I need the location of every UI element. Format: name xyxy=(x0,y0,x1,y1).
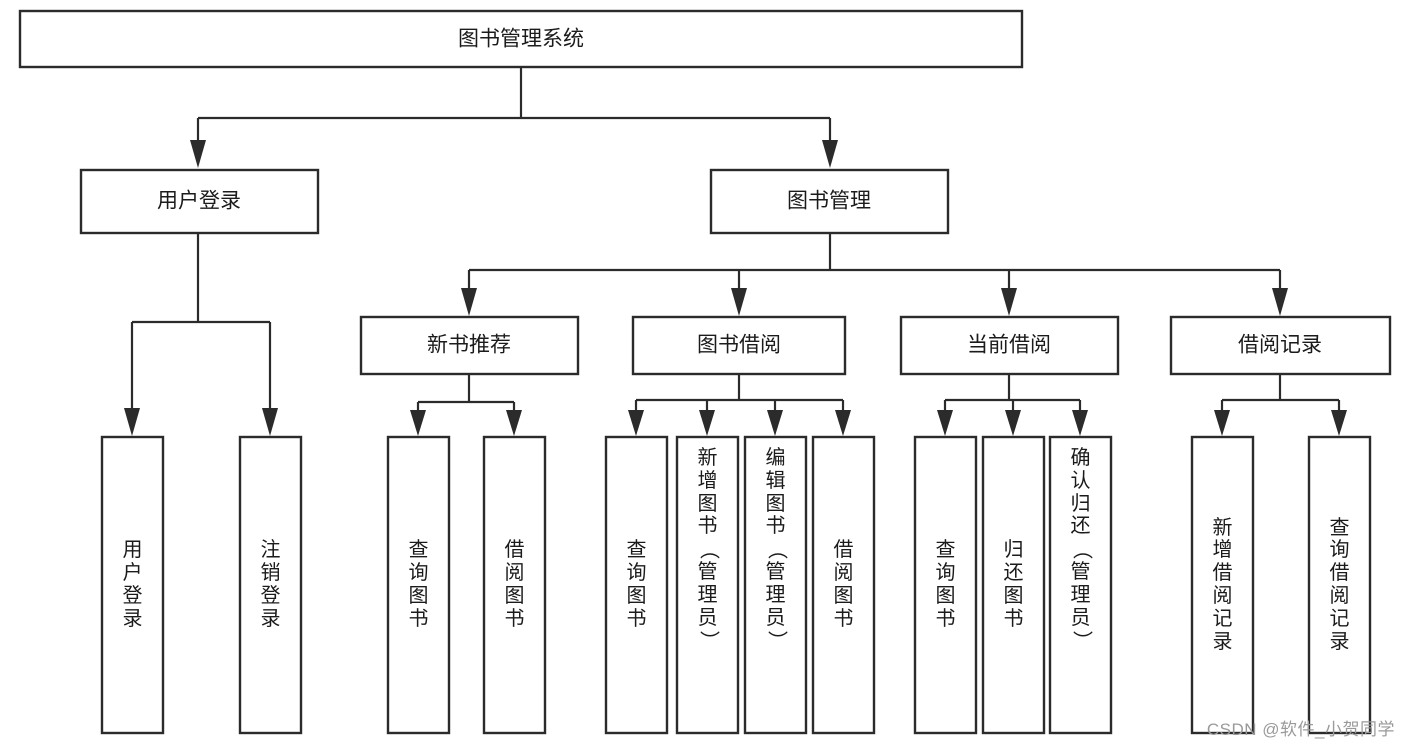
arrowhead-leaf8 xyxy=(835,410,851,436)
arrowhead-leaf4 xyxy=(506,410,522,436)
node-newbook[interactable]: 新书推荐 xyxy=(359,315,580,376)
arrowhead-current xyxy=(1001,288,1017,316)
connectors-newbook-to-leaves xyxy=(410,374,522,436)
arrowhead-newbook xyxy=(461,288,477,316)
node-records[interactable]: 借阅记录 xyxy=(1169,315,1392,376)
arrowhead-leaf5 xyxy=(628,410,644,436)
node-leaf6-box[interactable] xyxy=(675,435,740,735)
arrowhead-leaf7 xyxy=(767,410,783,436)
node-current-box[interactable] xyxy=(899,315,1120,376)
node-leaf10-box[interactable] xyxy=(981,435,1046,735)
node-current-label: 当前借阅 xyxy=(967,334,1051,357)
node-root-label: 图书管理系统 xyxy=(458,28,584,51)
arrowhead-leaf6 xyxy=(699,410,715,436)
node-login-box[interactable] xyxy=(79,168,320,235)
connectors-current-to-leaves xyxy=(937,374,1088,436)
node-leaf13-box[interactable] xyxy=(1307,435,1372,735)
node-leaf12-box[interactable] xyxy=(1190,435,1255,735)
arrowhead-leaf13 xyxy=(1331,410,1347,436)
node-newbook-box[interactable] xyxy=(359,315,580,376)
arrowhead-leaf1 xyxy=(124,408,140,436)
node-records-label: 借阅记录 xyxy=(1238,334,1322,357)
arrowhead-login xyxy=(190,140,206,168)
arrowhead-borrow xyxy=(731,288,747,316)
node-leaf7-box[interactable] xyxy=(743,435,808,735)
node-leaf5-box[interactable] xyxy=(604,435,669,735)
node-newbook-label: 新书推荐 xyxy=(427,334,511,357)
node-borrow[interactable]: 图书借阅 xyxy=(631,315,847,376)
connectors-root-to-level2 xyxy=(190,68,838,168)
arrowhead-leaf9 xyxy=(937,410,953,436)
arrowhead-leaf11 xyxy=(1072,410,1088,436)
connectors-bookmgmt-to-level3 xyxy=(461,233,1288,316)
node-leaf4-box[interactable] xyxy=(482,435,547,735)
node-leaf1-box[interactable] xyxy=(100,435,165,735)
arrowhead-bookmgmt xyxy=(822,140,838,168)
node-bookmgmt[interactable]: 图书管理 xyxy=(709,168,950,235)
node-borrow-label: 图书借阅 xyxy=(697,334,781,357)
node-leaf9-box[interactable] xyxy=(913,435,978,735)
node-bookmgmt-box[interactable] xyxy=(709,168,950,235)
node-borrow-box[interactable] xyxy=(631,315,847,376)
node-current[interactable]: 当前借阅 xyxy=(899,315,1120,376)
arrowhead-leaf3 xyxy=(410,410,426,436)
connectors-records-to-leaves xyxy=(1214,374,1347,436)
arrowhead-records xyxy=(1272,288,1288,316)
node-records-box[interactable] xyxy=(1169,315,1392,376)
node-login-label: 用户登录 xyxy=(157,190,241,213)
arrowhead-leaf10 xyxy=(1005,410,1021,436)
connectors-login-to-leaves xyxy=(124,233,278,436)
node-leaf3-box[interactable] xyxy=(386,435,451,735)
node-bookmgmt-label: 图书管理 xyxy=(787,190,871,213)
node-root-box[interactable] xyxy=(18,9,1024,69)
node-login[interactable]: 用户登录 xyxy=(79,168,320,235)
node-root[interactable]: 图书管理系统 xyxy=(18,9,1024,69)
arrowhead-leaf2 xyxy=(262,408,278,436)
node-leaf8-box[interactable] xyxy=(811,435,876,735)
arrowhead-leaf12 xyxy=(1214,410,1230,436)
node-leaf2-box[interactable] xyxy=(238,435,303,735)
connectors-borrow-to-leaves xyxy=(628,374,851,436)
node-leaf11-box[interactable] xyxy=(1048,435,1113,735)
